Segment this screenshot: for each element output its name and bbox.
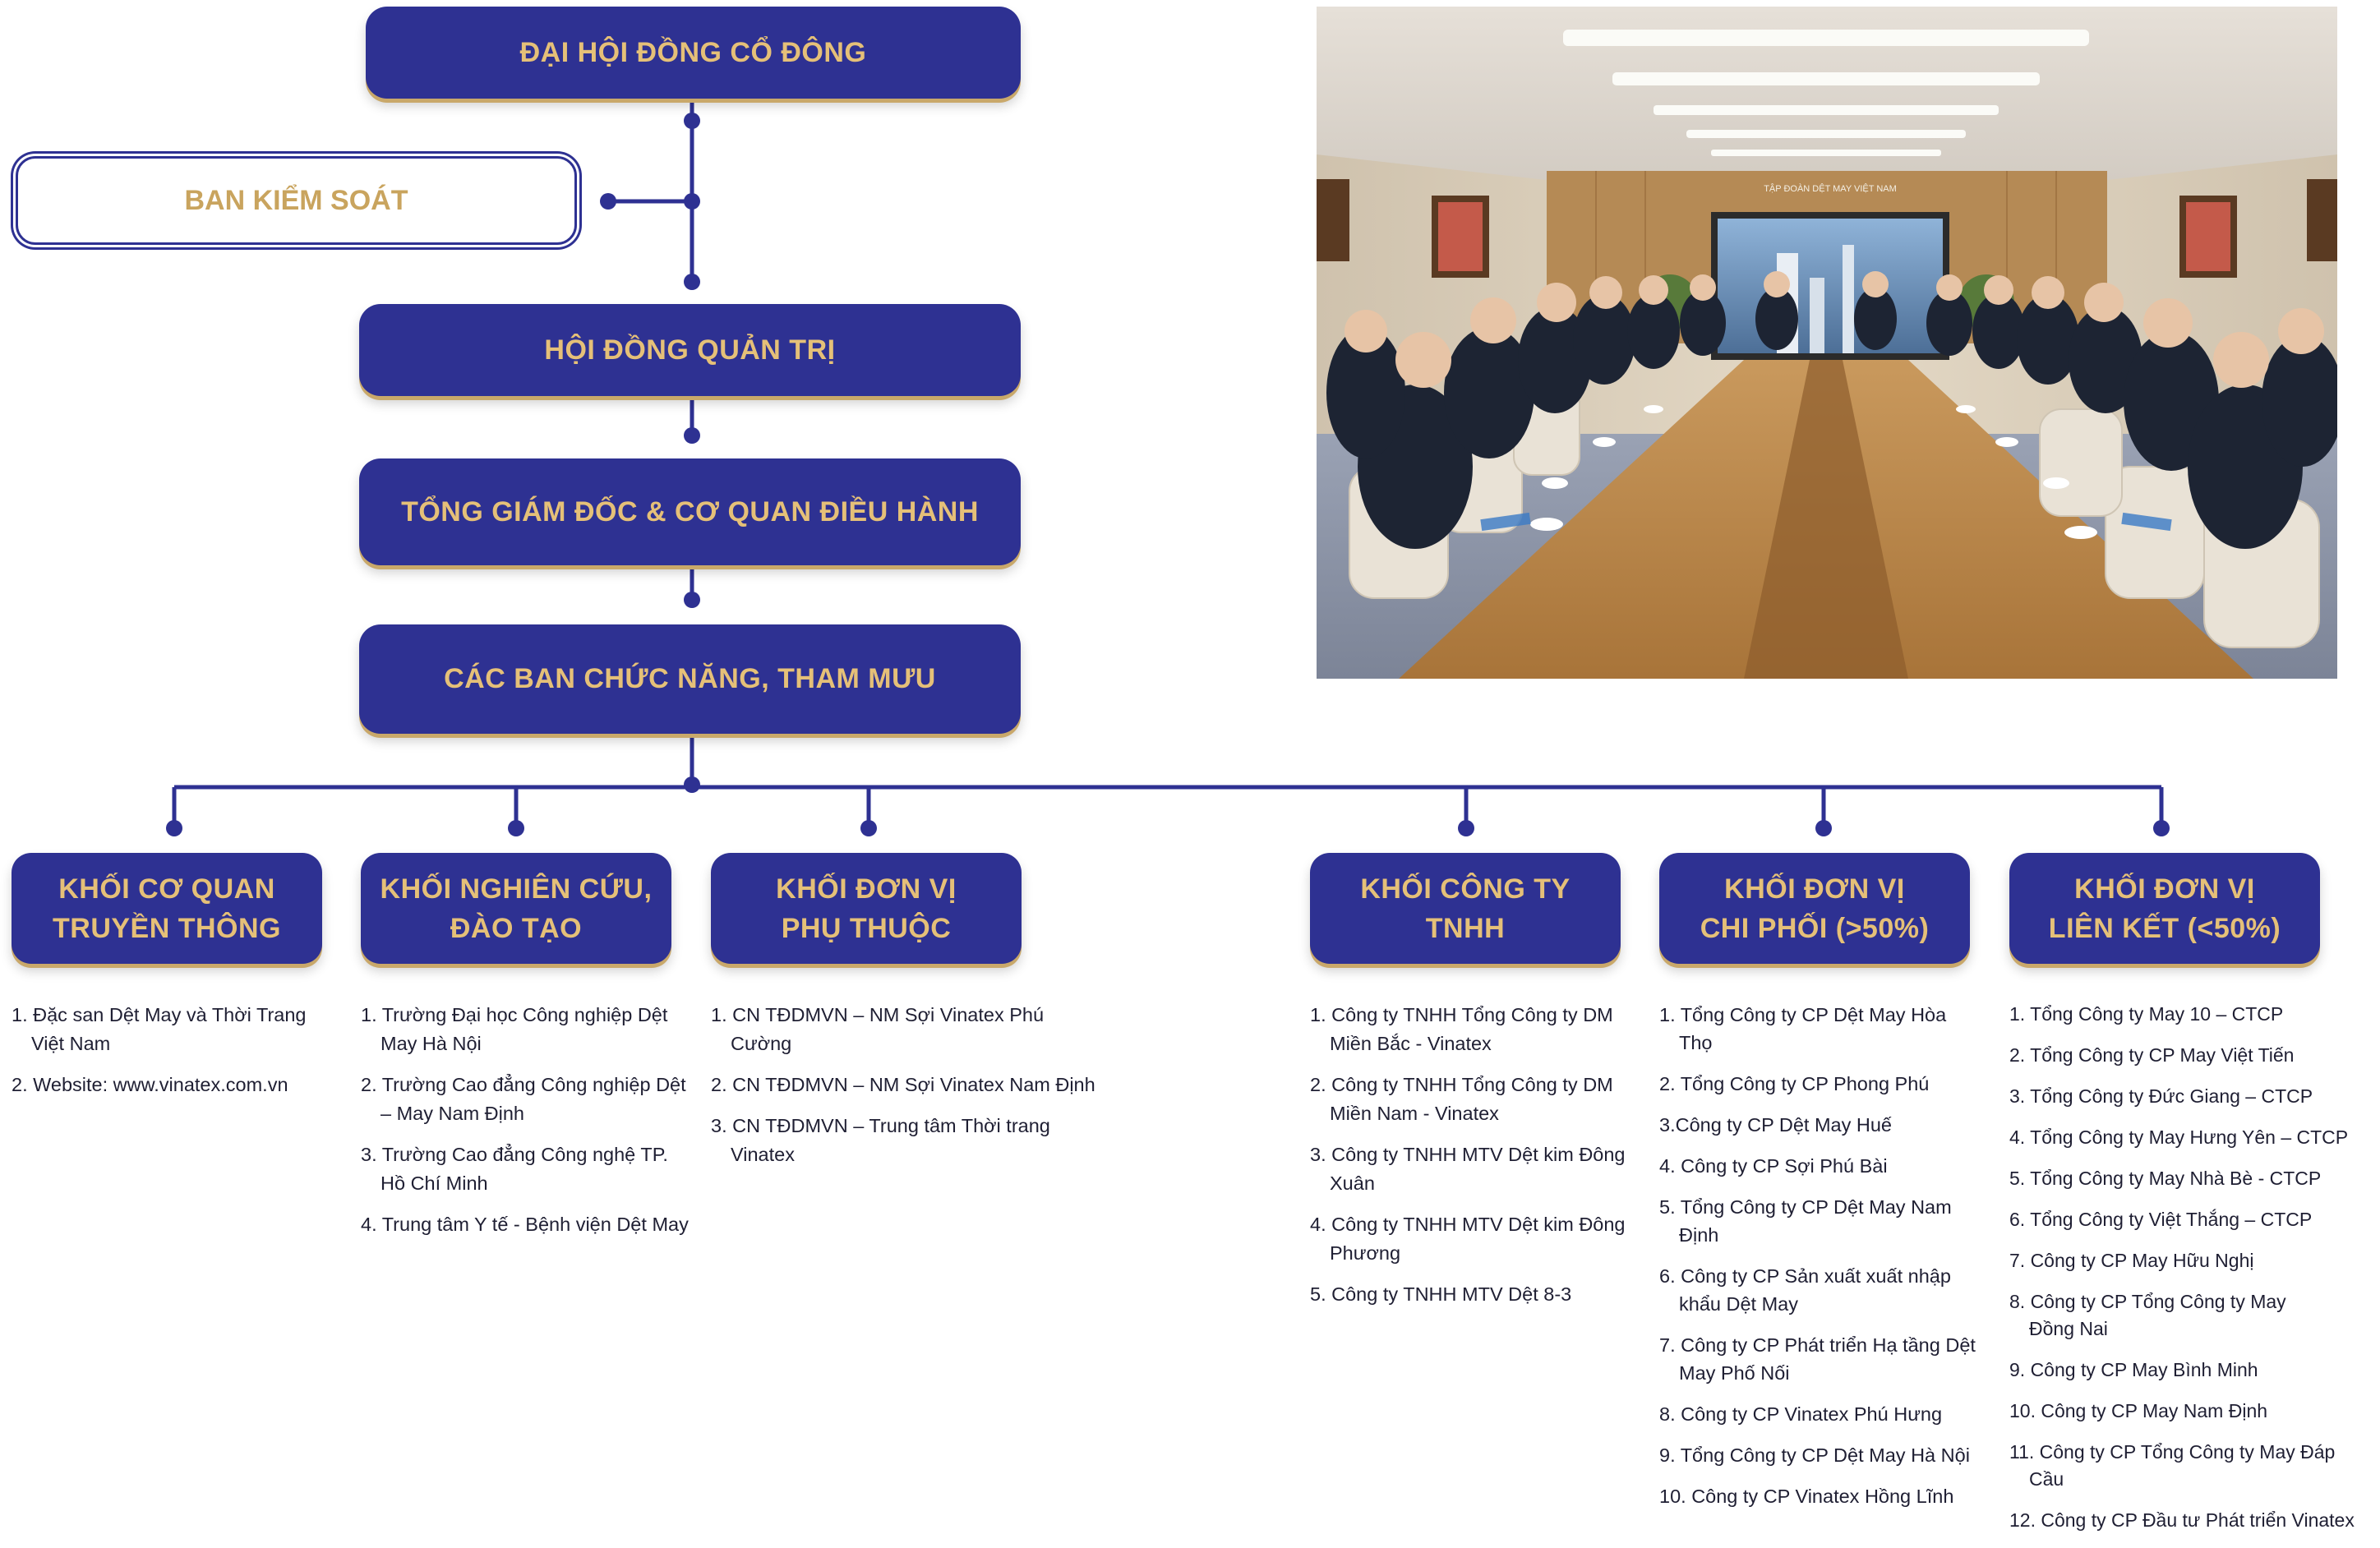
group-title-line: PHỤ THUỘC — [781, 912, 952, 944]
group-llc-list: 1. Công ty TNHH Tổng Công ty DM Miền Bắc… — [1310, 1001, 1630, 1321]
list-item: 9. Công ty CP May Bình Minh — [2009, 1359, 2258, 1380]
list-item: 1. Tổng Công ty CP Dệt May Hòa Thọ — [1659, 1004, 1947, 1053]
board-of-directors-label: HỘI ĐỒNG QUẢN TRỊ — [544, 334, 836, 366]
supervisory-board-label: BAN KIỂM SOÁT — [184, 184, 408, 216]
group-llc-box: KHỐI CÔNG TY TNHH — [1310, 853, 1621, 964]
group-title-line: ĐÀO TẠO — [450, 912, 583, 944]
list-item: 2. Công ty TNHH Tổng Công ty DM Miền Nam… — [1310, 1074, 1613, 1124]
list-item: 1. Trường Đại học Công nghiệp Dệt May Hà… — [361, 1004, 668, 1054]
list-item: 4. Công ty CP Sợi Phú Bài — [1659, 1155, 1888, 1177]
list-item: 2. Tổng Công ty CP May Việt Tiến — [2009, 1044, 2295, 1066]
functional-departments-box: CÁC BAN CHỨC NĂNG, THAM MƯU — [359, 624, 1021, 734]
ceo-executive-label: TỔNG GIÁM ĐỐC & CƠ QUAN ĐIỀU HÀNH — [401, 495, 979, 528]
group-subsidiaries-list: 1. Tổng Công ty CP Dệt May Hòa Thọ 2. Tổ… — [1659, 1001, 1984, 1523]
list-item: 7. Công ty CP Phát triển Hạ tầng Dệt May… — [1659, 1334, 1976, 1384]
list-item: 2. Trường Cao đẳng Công nghiệp Dệt – May… — [361, 1074, 686, 1124]
list-item: 5. Công ty TNHH MTV Dệt 8-3 — [1310, 1283, 1572, 1305]
group-dependent-units-box: KHỐI ĐƠN VỊ PHỤ THUỘC — [711, 853, 1022, 964]
list-item: 2. Tổng Công ty CP Phong Phú — [1659, 1073, 1930, 1094]
org-chart-connectors — [166, 99, 2170, 836]
list-item: 6. Công ty CP Sản xuất xuất nhập khẩu Dệ… — [1659, 1265, 1951, 1315]
screen-sign: TẬP ĐOÀN DỆT MAY VIỆT NAM — [1764, 183, 1897, 194]
list-item: 3. Tổng Công ty Đức Giang – CTCP — [2009, 1085, 2313, 1107]
list-item: 1. Tổng Công ty May 10 – CTCP — [2009, 1003, 2284, 1025]
list-item: 11. Công ty CP Tổng Công ty May Đáp Cầu — [2009, 1441, 2336, 1490]
list-item: 4. Công ty TNHH MTV Dệt kim Đông Phương — [1310, 1214, 1626, 1264]
group-research-training-box: KHỐI NGHIÊN CỨU, ĐÀO TẠO — [361, 853, 671, 964]
list-item: 10. Công ty CP May Nam Định — [2009, 1400, 2268, 1421]
supervisory-board-box: BAN KIỂM SOÁT — [16, 156, 577, 245]
list-item: 2. CN TĐDMVN – NM Sợi Vinatex Nam Định — [711, 1074, 1095, 1095]
list-item: 1. Đặc san Dệt May và Thời Trang Việt Na… — [12, 1004, 307, 1054]
group-subsidiaries-box: KHỐI ĐƠN VỊ CHI PHỐI (>50%) — [1659, 853, 1970, 964]
list-item: 10. Công ty CP Vinatex Hồng Lĩnh — [1659, 1486, 1954, 1507]
list-item: 12. Công ty CP Đầu tư Phát triển Vinatex — [2009, 1509, 2355, 1531]
board-meeting-photo: TẬP ĐOÀN DỆT MAY VIỆT NAM — [1317, 7, 2337, 679]
group-title-line: KHỐI CƠ QUAN — [58, 873, 275, 905]
list-item: 9. Tổng Công ty CP Dệt May Hà Nội — [1659, 1444, 1970, 1466]
list-item: 8. Công ty CP Tổng Công ty May Đồng Nai — [2009, 1291, 2286, 1339]
group-title-line: KHỐI CÔNG TY — [1360, 873, 1571, 905]
list-item: 3. Công ty TNHH MTV Dệt kim Đông Xuân — [1310, 1144, 1626, 1194]
list-item: 1. Công ty TNHH Tổng Công ty DM Miền Bắc… — [1310, 1004, 1613, 1054]
list-item: 3. CN TĐDMVN – Trung tâm Thời trang Vina… — [711, 1115, 1050, 1165]
functional-departments-label: CÁC BAN CHỨC NĂNG, THAM MƯU — [444, 663, 936, 694]
group-media-box: KHỐI CƠ QUAN TRUYỀN THÔNG — [12, 853, 322, 964]
list-item: 5. Tổng Công ty May Nhà Bè - CTCP — [2009, 1168, 2322, 1189]
group-title-line: TNHH — [1425, 912, 1506, 944]
ceo-executive-box: TỔNG GIÁM ĐỐC & CƠ QUAN ĐIỀU HÀNH — [359, 458, 1021, 565]
group-research-training-list: 1. Trường Đại học Công nghiệp Dệt May Hà… — [361, 1001, 690, 1251]
group-associates-box: KHỐI ĐƠN VỊ LIÊN KẾT (<50%) — [2009, 853, 2320, 964]
group-associates-list: 1. Tổng Công ty May 10 – CTCP 2. Tổng Cô… — [2009, 1001, 2371, 1548]
list-item: 1. CN TĐDMVN – NM Sợi Vinatex Phú Cường — [711, 1004, 1045, 1054]
list-item: 7. Công ty CP May Hữu Nghị — [2009, 1250, 2254, 1271]
shareholders-meeting-label: ĐẠI HỘI ĐỒNG CỔ ĐÔNG — [519, 36, 867, 68]
list-item: 3.Công ty CP Dệt May Huế — [1659, 1114, 1892, 1136]
shareholders-meeting-box: ĐẠI HỘI ĐỒNG CỔ ĐÔNG — [366, 7, 1021, 99]
group-title-line: KHỐI ĐƠN VỊ — [776, 873, 957, 905]
list-item: 3. Trường Cao đẳng Công nghệ TP. Hồ Chí … — [361, 1144, 668, 1194]
group-title-line: CHI PHỐI (>50%) — [1700, 912, 1930, 944]
board-of-directors-box: HỘI ĐỒNG QUẢN TRỊ — [359, 304, 1021, 396]
group-title-line: TRUYỀN THÔNG — [53, 912, 281, 944]
group-title-line: KHỐI NGHIÊN CỨU, — [380, 873, 653, 905]
group-media-list: 1. Đặc san Dệt May và Thời Trang Việt Na… — [12, 1001, 340, 1112]
list-item: 4. Trung tâm Y tế - Bệnh viện Dệt May — [361, 1214, 689, 1235]
group-title-line: LIÊN KẾT (<50%) — [2048, 912, 2281, 944]
list-item: 6. Tổng Công ty Việt Thắng – CTCP — [2009, 1209, 2313, 1230]
group-title-line: KHỐI ĐƠN VỊ — [1724, 873, 1905, 905]
list-item: 4. Tổng Công ty May Hưng Yên – CTCP — [2009, 1126, 2349, 1148]
list-item: 2. Website: www.vinatex.com.vn — [12, 1074, 288, 1095]
list-item: 5. Tổng Công ty CP Dệt May Nam Định — [1659, 1196, 1952, 1246]
list-item: 8. Công ty CP Vinatex Phú Hưng — [1659, 1403, 1943, 1425]
group-dependent-units-list: 1. CN TĐDMVN – NM Sợi Vinatex Phú Cường … — [711, 1001, 1097, 1182]
group-title-line: KHỐI ĐƠN VỊ — [2074, 873, 2255, 905]
